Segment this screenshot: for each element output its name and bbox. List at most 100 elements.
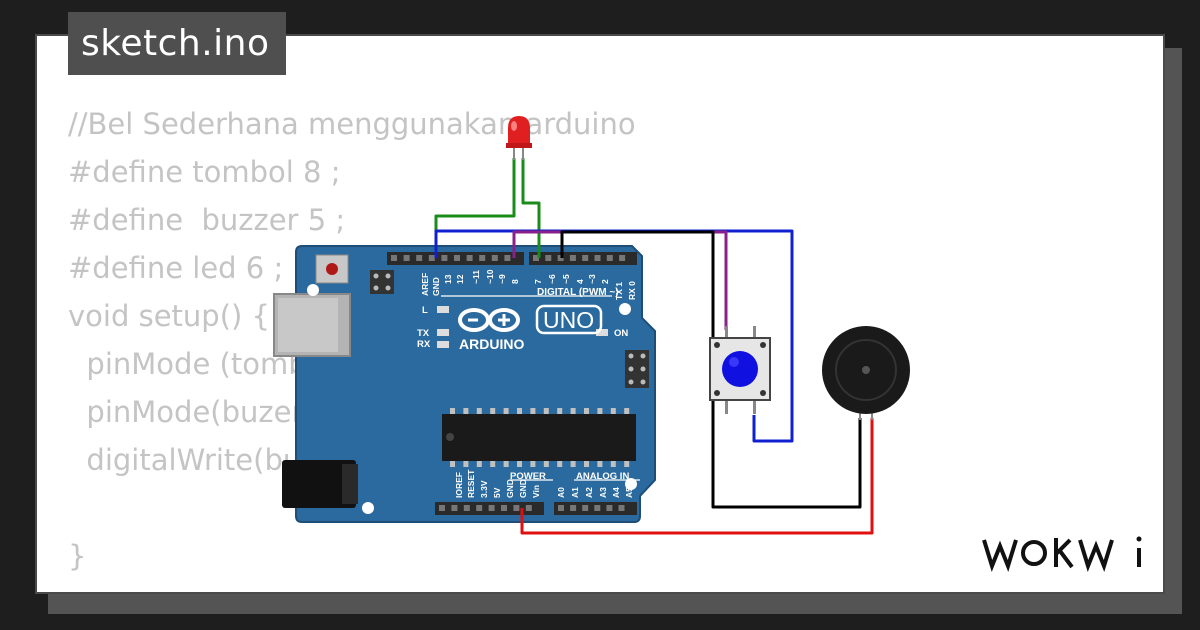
code-line: pinMode(buzer	[68, 395, 304, 429]
pin-label: GND	[518, 479, 528, 498]
led-rx-label: RX	[417, 339, 431, 350]
red-led[interactable]	[506, 116, 532, 160]
pin-label: IOREF	[454, 472, 464, 498]
chip-pin	[570, 408, 576, 414]
chip-pin	[557, 461, 563, 467]
pin-label: Vin	[531, 485, 541, 498]
code-line: void setup() {	[68, 299, 270, 333]
pin-label: A5	[624, 487, 634, 498]
pin-label: GND	[505, 479, 515, 498]
chip-pin	[517, 408, 522, 414]
mounting-hole	[362, 502, 374, 514]
chip-pin	[584, 461, 589, 467]
header-pin	[606, 255, 613, 261]
header-pin	[479, 255, 486, 261]
board-brand: ARDUINO	[459, 336, 524, 352]
mounting-hole	[625, 478, 637, 490]
pin-label: ~5	[561, 274, 571, 284]
header-pin	[416, 255, 423, 261]
header-pin	[570, 505, 577, 511]
header-pin	[594, 505, 601, 511]
arduino-logo-icon	[458, 308, 520, 332]
pin-label: A2	[584, 487, 594, 498]
header-pin	[545, 255, 552, 261]
chip-pin	[517, 461, 522, 467]
mounting-hole	[307, 284, 319, 296]
pin-label: TX 1	[614, 282, 624, 300]
header-pin	[391, 255, 397, 261]
wokwi-logo	[982, 536, 1142, 573]
header-pin	[558, 505, 564, 511]
arduino-uno-board[interactable]: AREF GND 13 12 ~11 ~10 ~9 8 7 ~6 ~5 4 ~3…	[273, 245, 656, 523]
chip-pin	[450, 461, 455, 467]
atmega-chip	[442, 414, 636, 461]
pin-label: 13	[443, 274, 453, 284]
mounting-hole	[619, 303, 631, 315]
pin-label: ~6	[547, 274, 557, 284]
wire-blue-button[interactable]	[434, 229, 794, 443]
push-button[interactable]	[709, 326, 771, 414]
chip-pin	[543, 461, 549, 467]
pin-label: 3.3V	[479, 480, 489, 498]
pin-label: A0	[556, 487, 566, 498]
board-model: UNO	[543, 307, 594, 333]
code-line: #define led 6 ;	[68, 251, 284, 285]
chip-pin	[530, 461, 536, 467]
chip-pin	[610, 408, 616, 414]
header-pin	[476, 505, 483, 511]
icsp-header	[370, 270, 649, 388]
wire-red-buzzer[interactable]	[520, 418, 874, 535]
chip-pin	[570, 461, 576, 467]
header-pin	[606, 505, 613, 511]
chip-pin	[490, 408, 496, 414]
chip-pin	[624, 461, 630, 467]
header-pin	[491, 255, 498, 261]
chip-pin	[490, 461, 496, 467]
code-preview: //Bel Sederhana menggunakan arduino #def…	[68, 100, 636, 580]
code-line: //Bel Sederhana menggunakan arduino	[68, 107, 636, 141]
chip-pin	[463, 461, 469, 467]
led-l	[437, 306, 449, 313]
code-line: #define tombol 8 ;	[68, 155, 341, 189]
chip-pin	[624, 408, 630, 414]
header-pin	[488, 505, 495, 511]
pin-label: 5V	[492, 487, 502, 498]
header-pin	[582, 255, 589, 261]
header-pin	[504, 255, 511, 261]
power-jack	[282, 460, 356, 508]
buzzer[interactable]	[822, 326, 910, 420]
header-pin	[513, 505, 520, 511]
pin-label: ~11	[471, 270, 481, 284]
led-l-label: L	[422, 305, 428, 316]
led-tx	[437, 329, 449, 336]
chip-pin	[503, 408, 509, 414]
analog-label: ANALOG IN	[576, 471, 629, 482]
power-label: POWER	[510, 471, 546, 482]
pin-label: A4	[611, 487, 621, 498]
pin-label: GND	[431, 277, 441, 296]
pin-label: ~3	[587, 274, 597, 284]
pin-label: 4	[575, 279, 585, 284]
pin-label: 7	[533, 279, 543, 284]
header-pin	[466, 255, 473, 261]
code-line: digitalWrite(bu	[68, 443, 302, 477]
wire-green-gnd[interactable]	[434, 158, 516, 258]
header-pin	[594, 255, 601, 261]
header-pin	[439, 505, 445, 511]
pin-label: A3	[598, 487, 608, 498]
chip-pin	[476, 408, 482, 414]
chip-pin	[610, 461, 616, 467]
pin-label: 2	[600, 279, 610, 284]
header-pin	[618, 505, 625, 511]
file-tab[interactable]: sketch.ino	[68, 12, 286, 75]
wire-green-led[interactable]	[521, 158, 541, 258]
chip-pin	[597, 408, 603, 414]
chip-pin	[530, 408, 536, 414]
led-on-label: ON	[614, 328, 628, 339]
header-pin	[451, 505, 458, 511]
header-pin	[454, 255, 460, 261]
led-power	[596, 329, 608, 336]
led-tx-label: TX	[417, 328, 430, 339]
pin-label: ~9	[497, 274, 507, 284]
